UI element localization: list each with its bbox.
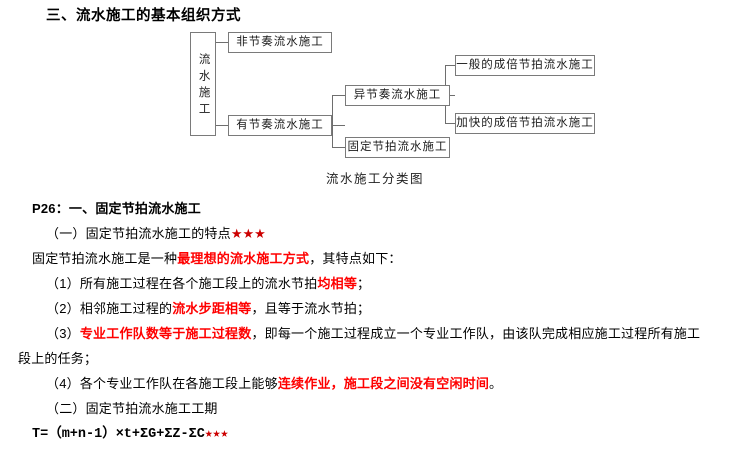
intro-highlight: 最理想的流水施工方式 <box>177 251 310 266</box>
feature-1-highlight: 均相等 <box>317 276 358 291</box>
feature-4-highlight: 连续作业，施工段之间没有空闲时间 <box>277 376 490 391</box>
feature-item-4: （4）各个专业工作队在各施工段上能够连续作业，施工段之间没有空闲时间。 <box>0 371 750 396</box>
connector-rhythmic-stub <box>332 125 345 126</box>
diagram-node-general-multiple: 一般的成倍节拍流水施工 <box>455 55 595 76</box>
body-content: P26：一、固定节拍流水施工 （一）固定节拍流水施工的特点★★★ 固定节拍流水施… <box>0 196 750 448</box>
feature-item-3-continuation: 段上的任务； <box>0 346 750 371</box>
diagram-node-rhythmic: 有节奏流水施工 <box>228 115 332 136</box>
diagram-node-heterogeneous: 异节奏流水施工 <box>345 85 450 106</box>
page-title: 三、流水施工的基本组织方式 <box>46 8 241 24</box>
diagram-node-fixed-beat: 固定节拍流水施工 <box>345 137 450 158</box>
subheading-two: （二）固定节拍流水施工工期 <box>0 396 750 421</box>
feature-2-part1: （2）相邻施工过程的 <box>46 301 173 316</box>
feature-item-3: （3）专业工作队数等于施工过程数，即每一个施工过程成立一个专业工作队，由该队完成… <box>0 321 750 346</box>
connector-to-fixed-beat <box>332 147 345 148</box>
connector-to-accelerated-multiple <box>445 123 455 124</box>
feature-3-continuation-text: 段上的任务； <box>18 351 98 366</box>
diagram-caption: 流水施工分类图 <box>325 172 424 186</box>
diagram-node-accelerated-multiple: 加快的成倍节拍流水施工 <box>455 113 595 134</box>
feature-3-part1: （3） <box>46 326 80 341</box>
star-rating-one: ★★★ <box>230 226 266 241</box>
connector-root-to-rhythmic <box>216 125 228 126</box>
feature-4-part1: （4）各个专业工作队在各施工段上能够 <box>46 376 278 391</box>
connector-to-heterogeneous <box>332 95 345 96</box>
feature-2-part2: ，且等于流水节拍； <box>251 301 371 316</box>
intro-paragraph: 固定节拍流水施工是一种最理想的流水施工方式，其特点如下： <box>0 246 750 271</box>
connector-to-general-multiple <box>445 65 455 66</box>
subheading-two-text: （二）固定节拍流水施工工期 <box>46 401 218 416</box>
feature-4-part2: 。 <box>489 376 503 391</box>
intro-part2: ，其特点如下： <box>309 251 402 266</box>
subheading-one: （一）固定节拍流水施工的特点★★★ <box>0 221 750 246</box>
connector-rhythmic-vertical <box>332 95 333 148</box>
connector-heterogeneous-stub <box>450 95 455 96</box>
heading-p26-text: P26：一、固定节拍流水施工 <box>32 201 201 216</box>
duration-formula: T=（m+n-1）×t+ΣG+ΣZ-ΣC★★★ <box>0 421 750 448</box>
feature-1-part2: ； <box>357 276 371 291</box>
feature-1-part1: （1）所有施工过程在各个施工段上的流水节拍 <box>46 276 318 291</box>
intro-part1: 固定节拍流水施工是一种 <box>32 251 178 266</box>
feature-item-1: （1）所有施工过程在各个施工段上的流水节拍均相等； <box>0 271 750 296</box>
duration-formula-text: T=（m+n-1）×t+ΣG+ΣZ-ΣC <box>32 427 205 442</box>
heading-p26: P26：一、固定节拍流水施工 <box>0 196 750 221</box>
feature-3-part2: ，即每一个施工过程成立一个专业工作队，由该队完成相应施工过程所有施工 <box>251 326 701 341</box>
star-rating-formula: ★★★ <box>204 426 229 441</box>
connector-root-to-non-rhythmic <box>216 42 228 43</box>
feature-2-highlight: 流水步距相等 <box>172 301 252 316</box>
feature-3-highlight: 专业工作队数等于施工过程数 <box>79 326 252 341</box>
diagram-node-root: 流水施工 <box>190 32 216 136</box>
flow-construction-classification-diagram: 流水施工 非节奏流水施工 有节奏流水施工 异节奏流水施工 固定节拍流水施工 一般… <box>0 24 750 174</box>
feature-item-2: （2）相邻施工过程的流水步距相等，且等于流水节拍； <box>0 296 750 321</box>
subheading-one-text: （一）固定节拍流水施工的特点 <box>46 226 231 241</box>
diagram-node-non-rhythmic: 非节奏流水施工 <box>228 32 332 53</box>
